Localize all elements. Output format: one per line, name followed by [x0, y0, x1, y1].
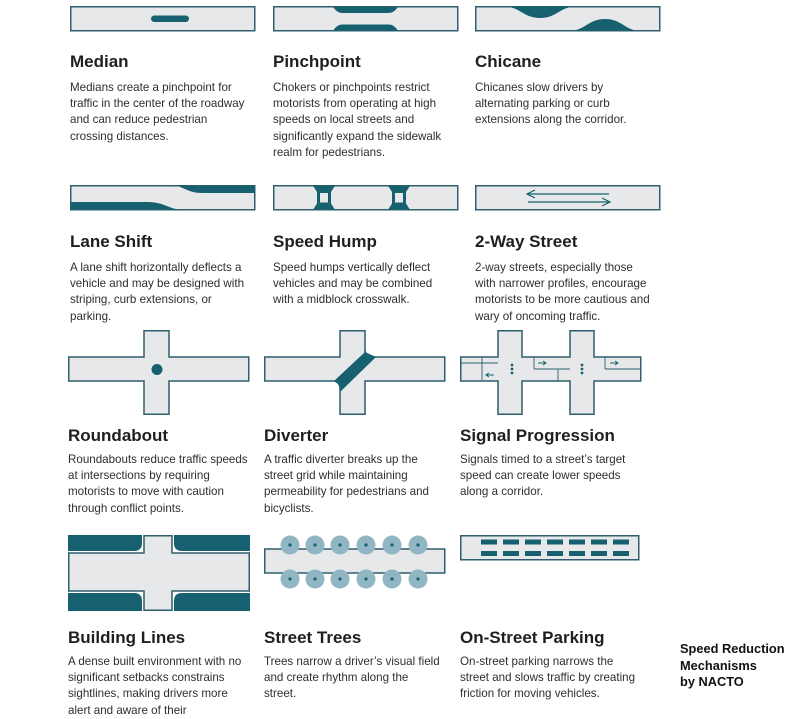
pinchpoint-icon [273, 6, 459, 32]
two-way-street-icon [475, 185, 661, 211]
diverter-icon [264, 330, 446, 415]
on-street-parking-icon [460, 535, 640, 561]
card-title: 2-Way Street [475, 232, 578, 251]
building-lines-icon [68, 535, 250, 611]
card-title: Building Lines [68, 628, 186, 647]
signal-progression-icon [460, 330, 642, 415]
card-title: On-Street Parking [460, 628, 605, 647]
card-title: Signal Progression [460, 426, 615, 445]
median-icon [70, 6, 256, 32]
card-title: Chicane [475, 52, 542, 71]
speed-hump-icon [273, 185, 459, 211]
card-title: Lane Shift [70, 232, 153, 251]
card-title: Pinchpoint [273, 52, 361, 71]
roundabout-icon [68, 330, 250, 415]
card-title: Median [70, 52, 129, 71]
lane-shift-icon [70, 185, 256, 211]
card-title: Diverter [264, 426, 329, 445]
card-title: Roundabout [68, 426, 169, 445]
card-title: Speed Hump [273, 232, 377, 251]
street-trees-icon [264, 535, 446, 589]
card-title: Street Trees [264, 628, 362, 647]
chicane-icon [475, 6, 661, 32]
